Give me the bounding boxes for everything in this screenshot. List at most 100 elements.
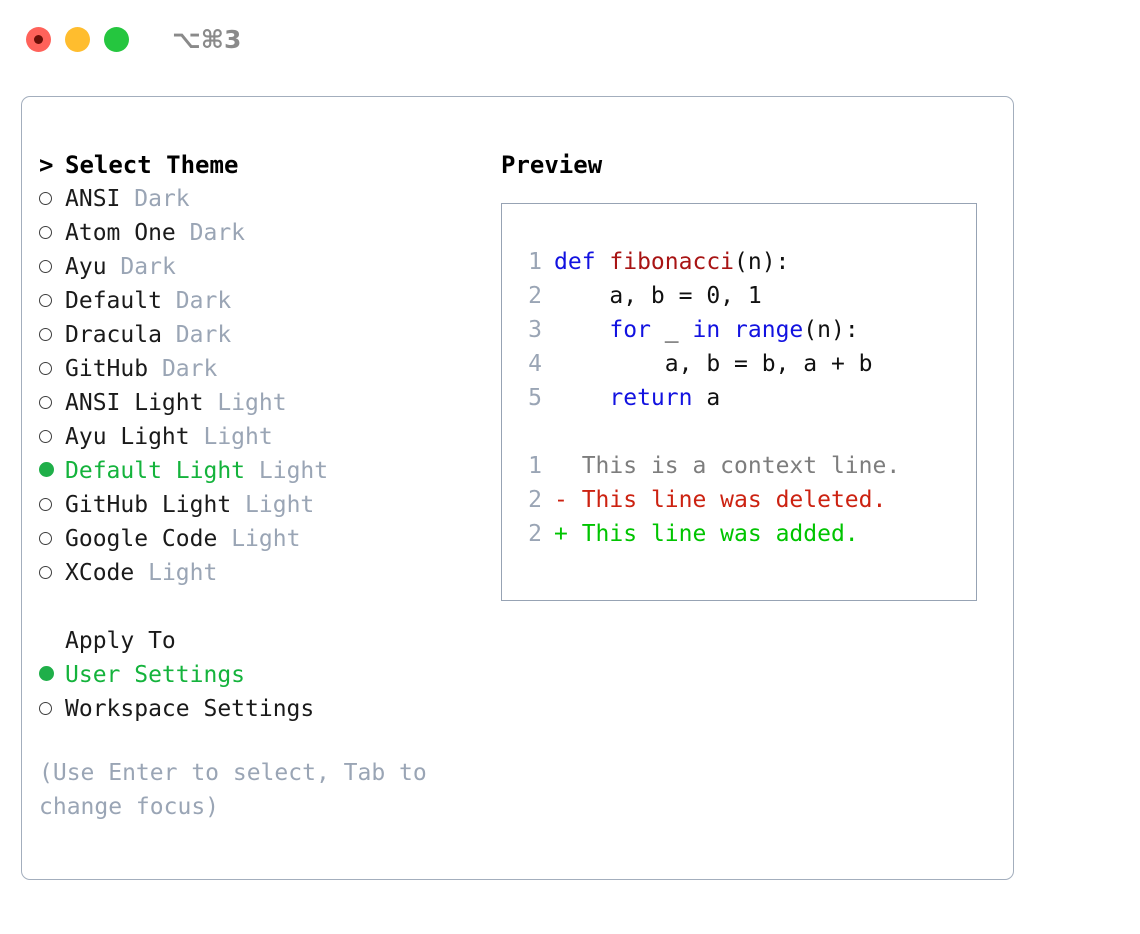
code-token: a — [706, 385, 721, 411]
code-token: return — [609, 385, 707, 411]
theme-name: Dracula — [65, 322, 162, 348]
minimize-button[interactable] — [65, 26, 90, 52]
radio-selected-icon — [39, 462, 54, 477]
theme-name: Default — [65, 288, 162, 314]
code-indent — [554, 385, 609, 411]
theme-category: Light — [231, 526, 301, 552]
select-theme-header-label: Select Theme — [65, 151, 239, 179]
code-token: in — [692, 317, 735, 343]
line-number: 1 — [528, 453, 542, 479]
radio-unselected-icon — [39, 498, 52, 511]
keyboard-hint: (Use Enter to select, Tab to change focu… — [39, 760, 441, 820]
radio-unselected-icon — [39, 566, 52, 579]
code-token: (n): — [803, 317, 859, 343]
diff-text: This is a context line. — [581, 453, 901, 479]
theme-category: Light — [258, 458, 329, 484]
theme-category: Dark — [189, 220, 246, 246]
code-token: range — [734, 317, 804, 343]
apply-to-option[interactable]: User Settings — [39, 658, 489, 692]
list-spacer — [39, 590, 489, 624]
theme-category: Light — [148, 560, 218, 586]
theme-name: Ayu — [65, 254, 107, 280]
code-line: 1 def fibonacci(n): — [516, 245, 968, 279]
apply-to-option[interactable]: Workspace Settings — [39, 692, 489, 726]
theme-list-item[interactable]: Dracula Dark — [39, 318, 489, 352]
radio-unselected-icon — [39, 328, 52, 341]
theme-list-item[interactable]: GitHub Dark — [39, 352, 489, 386]
diff-line: 1 This is a context line. — [516, 449, 968, 483]
radio-unselected-icon — [39, 396, 52, 409]
code-token: a, b = b, a + b — [664, 351, 873, 377]
code-indent — [554, 351, 665, 377]
code-token: fibonacci — [609, 249, 735, 275]
theme-list-item[interactable]: ANSI Light Light — [39, 386, 489, 420]
theme-name: ANSI — [65, 186, 121, 212]
maximize-button[interactable] — [104, 26, 129, 52]
diff-text: This line was added. — [581, 521, 859, 547]
apply-to-header-label: Apply To — [65, 628, 176, 654]
theme-list-item[interactable]: Default Light Light — [39, 454, 489, 488]
preview-title: Preview — [501, 151, 603, 179]
theme-list-item[interactable]: XCode Light — [39, 556, 489, 590]
window-controls — [26, 26, 129, 52]
radio-unselected-icon — [39, 192, 52, 205]
theme-name: Google Code — [65, 526, 218, 552]
code-token: _ — [664, 317, 693, 343]
theme-category: Dark — [175, 322, 232, 348]
theme-category: Dark — [134, 186, 190, 212]
radio-unselected-icon — [39, 702, 52, 715]
apply-to-option-label: User Settings — [65, 662, 246, 688]
code-line: 2 a, b = 0, 1 — [516, 279, 968, 313]
code-line: 3 for _ in range(n): — [516, 313, 968, 347]
code-indent — [554, 283, 609, 309]
code-diff-gap — [516, 415, 968, 449]
caret-icon: > — [39, 151, 68, 179]
diff-sign — [554, 453, 582, 479]
code-token: def — [554, 249, 610, 275]
code-indent — [554, 317, 609, 343]
theme-category: Dark — [120, 254, 176, 280]
theme-category: Dark — [175, 288, 232, 314]
theme-list-item[interactable]: ANSI Dark — [39, 182, 489, 216]
theme-list-item[interactable]: Ayu Light Light — [39, 420, 489, 454]
radio-unselected-icon — [39, 532, 52, 545]
radio-selected-icon — [39, 666, 54, 681]
code-line: 4 a, b = b, a + b — [516, 347, 968, 381]
radio-unselected-icon — [39, 260, 52, 273]
titlebar: ⌥⌘3 — [0, 0, 1140, 78]
theme-name: Ayu Light — [65, 424, 190, 450]
theme-category: Light — [203, 424, 273, 450]
theme-list-item[interactable]: Atom One Dark — [39, 216, 489, 250]
theme-name: GitHub — [65, 356, 149, 382]
theme-name: ANSI Light — [65, 390, 204, 416]
keyboard-shortcut-label: ⌥⌘3 — [172, 24, 242, 54]
line-number: 2 — [528, 283, 542, 309]
diff-line: 2+ This line was added. — [516, 517, 968, 551]
theme-list-item[interactable]: GitHub Light Light — [39, 488, 489, 522]
line-number: 4 — [528, 351, 542, 377]
code-token: (n): — [734, 249, 790, 275]
radio-unselected-icon — [39, 226, 52, 239]
diff-sign: + — [554, 521, 582, 547]
close-button[interactable] — [26, 26, 51, 52]
theme-name: Default Light — [65, 458, 246, 484]
theme-list-item[interactable]: Google Code Light — [39, 522, 489, 556]
line-number: 1 — [528, 249, 542, 275]
theme-name: XCode — [65, 560, 135, 586]
apply-to-option-label: Workspace Settings — [65, 696, 315, 722]
diff-line: 2- This line was deleted. — [516, 483, 968, 517]
apply-to-indent — [39, 624, 65, 658]
theme-category: Dark — [161, 356, 218, 382]
theme-list-item[interactable]: Ayu Dark — [39, 250, 489, 284]
apply-to-header: Apply To — [39, 624, 489, 658]
diff-sample: 1 This is a context line.2- This line wa… — [516, 449, 968, 551]
theme-list-item[interactable]: Default Dark — [39, 284, 489, 318]
